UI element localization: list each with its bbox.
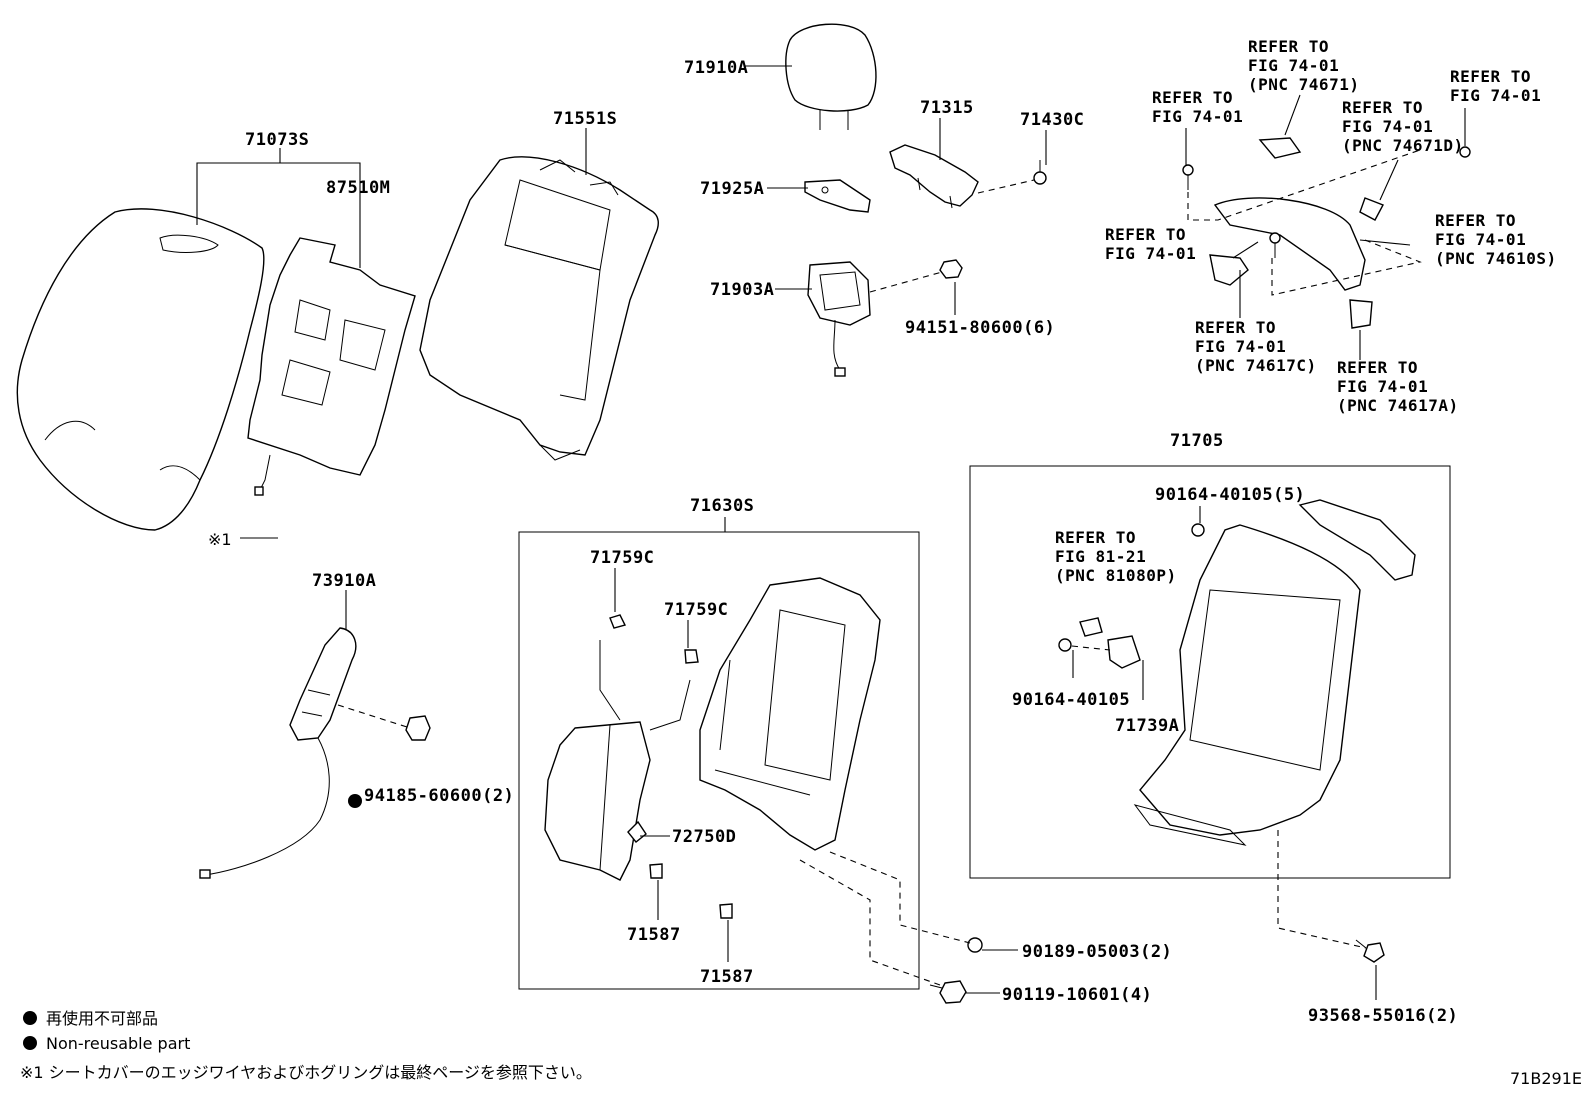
nut-94151-drawing: [939, 259, 963, 279]
leader-lines: [196, 65, 1466, 1000]
screw-93568-drawing: [1355, 939, 1385, 963]
label-94185: 94185-60600(2): [364, 786, 514, 806]
label-71910A: 71910A: [684, 58, 748, 78]
seatback-frame-drawing: [699, 577, 881, 851]
label-72750D: 72750D: [672, 827, 736, 847]
label-71630S: 71630S: [690, 496, 754, 516]
label-87510M: 87510M: [326, 178, 390, 198]
refer-74617A: REFER TO FIG 74-01 (PNC 74617A): [1337, 358, 1459, 415]
label-71551S: 71551S: [553, 109, 617, 129]
lumbar-motor-71903A-drawing: [807, 261, 871, 377]
dashed-lines: [337, 149, 1422, 986]
nut-71430C-drawing: [1033, 160, 1047, 185]
bolt-90119-drawing: [929, 980, 967, 1004]
refer-74671D: REFER TO FIG 74-01 (PNC 74671D): [1342, 98, 1464, 155]
refer-74617C: REFER TO FIG 74-01 (PNC 74617C): [1195, 318, 1317, 375]
back-board-drawing: [1058, 499, 1416, 846]
non-reusable-marker-icon: [348, 794, 362, 808]
label-90164-5: 90164-40105(5): [1155, 485, 1305, 505]
lumbar-support-drawing: [544, 614, 733, 919]
legend: 再使用不可部品 Non-reusable part ※1 シートカバーのエッジワ…: [20, 794, 1582, 1088]
label-71587-b: 71587: [700, 967, 754, 987]
label-71739A: 71739A: [1115, 716, 1179, 736]
headrest-drawing: [785, 23, 877, 130]
refer-fig74-a: REFER TO FIG 74-01: [1152, 88, 1243, 126]
refer-74671: REFER TO FIG 74-01 (PNC 74671): [1248, 37, 1359, 94]
bolt-90189-drawing: [967, 937, 983, 953]
figure-code: 71B291E: [1510, 1069, 1582, 1088]
label-90189: 90189-05003(2): [1022, 942, 1172, 962]
refer-fig74-c: REFER TO FIG 74-01: [1105, 225, 1196, 263]
legend-jp: 再使用不可部品: [46, 1009, 158, 1028]
legend-footnote: ※1 シートカバーのエッジワイヤおよびホグリングは最終ページを参照下さい。: [20, 1063, 592, 1082]
guide-71315-drawing: [889, 144, 979, 209]
legend-en: Non-reusable part: [46, 1034, 190, 1053]
label-71430C: 71430C: [1020, 110, 1084, 130]
label-94151: 94151-80600(6): [905, 318, 1055, 338]
side-airbag-drawing: [199, 627, 431, 879]
label-71587-a: 71587: [627, 925, 681, 945]
label-71925A: 71925A: [700, 179, 764, 199]
label-90119: 90119-10601(4): [1002, 985, 1152, 1005]
seatback-cover-drawing: [16, 208, 265, 531]
label-71759C-b: 71759C: [664, 600, 728, 620]
guide-71925A-drawing: [804, 179, 871, 213]
refer-labels: REFER TO FIG 74-01 (PNC 74671) REFER TO …: [1055, 37, 1557, 585]
seat-heater-drawing: [247, 237, 416, 496]
label-73910A: 73910A: [312, 571, 376, 591]
label-93568: 93568-55016(2): [1308, 1006, 1458, 1026]
seatback-pad-drawing: [419, 156, 659, 461]
label-71315: 71315: [920, 98, 974, 118]
legend-bullet-en-icon: [23, 1036, 37, 1050]
refer-74610S: REFER TO FIG 74-01 (PNC 74610S): [1435, 211, 1557, 268]
label-90164: 90164-40105: [1012, 690, 1130, 710]
refer-fig74-b: REFER TO FIG 74-01: [1450, 67, 1541, 105]
refer-81080P: REFER TO FIG 81-21 (PNC 81080P): [1055, 528, 1177, 585]
label-71073S: 71073S: [245, 130, 309, 150]
side-cover-assembly-drawing: [1182, 137, 1471, 329]
label-71705: 71705: [1170, 431, 1224, 451]
back-board-box: [969, 465, 1451, 879]
legend-bullet-jp-icon: [23, 1011, 37, 1025]
label-star1: ※1: [208, 530, 232, 549]
part-labels: 71910A 71073S 87510M 71551S 71315 71430C…: [208, 58, 1458, 1026]
label-71759C-a: 71759C: [590, 548, 654, 568]
frame-assembly-box: [518, 531, 920, 990]
label-71903A: 71903A: [710, 280, 774, 300]
